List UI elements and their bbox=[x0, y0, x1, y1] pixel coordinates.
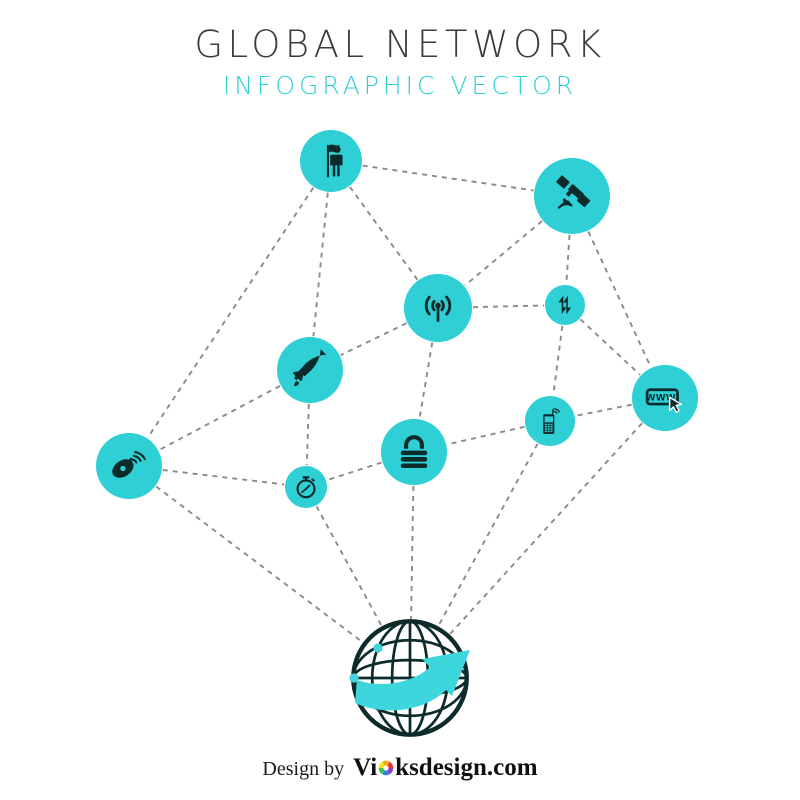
shutter-aperture-icon bbox=[378, 755, 394, 776]
network-edge-padlock-stopwatch bbox=[326, 461, 382, 482]
network-node-www[interactable] bbox=[632, 365, 698, 431]
network-edge-www-globe bbox=[449, 422, 643, 636]
brand-text-after: ksdesign.com bbox=[395, 754, 538, 781]
network-edge-padlock-globe bbox=[410, 485, 415, 620]
network-edge-mobile-globe bbox=[437, 443, 539, 627]
network-edge-rocket-dish bbox=[158, 385, 281, 451]
network-edge-antenna-rocket bbox=[340, 322, 407, 357]
network-edge-person-antenna bbox=[349, 186, 419, 281]
network-node-rocket[interactable] bbox=[277, 337, 343, 403]
node-circle-satellite[interactable] bbox=[534, 158, 610, 234]
network-edge-satellite-www bbox=[587, 231, 652, 368]
network-node-padlock[interactable] bbox=[381, 419, 447, 485]
network-edge-antenna-padlock bbox=[418, 342, 434, 419]
title-block: GLOBAL NETWORK INFOGRAPHIC VECTOR bbox=[0, 23, 800, 102]
network-node-antenna[interactable] bbox=[404, 274, 472, 342]
network-edge-transfer-mobile bbox=[552, 325, 564, 396]
brand-name: Vi ksdesign.com bbox=[353, 754, 537, 782]
credit-prefix: Design by bbox=[262, 758, 345, 780]
node-circle-stopwatch[interactable] bbox=[285, 466, 327, 508]
network-edge-transfer-www bbox=[579, 318, 641, 376]
network-edge-antenna-transfer bbox=[472, 304, 545, 309]
network-edges bbox=[146, 164, 652, 644]
network-node-mobile[interactable] bbox=[525, 396, 575, 446]
node-circle-transfer[interactable] bbox=[545, 285, 585, 325]
network-node-satellite[interactable] bbox=[534, 158, 610, 234]
brand-text-before: Vi bbox=[353, 754, 378, 781]
network-node-transfer[interactable] bbox=[545, 285, 585, 325]
globe-rotation-arrow-icon bbox=[355, 650, 470, 711]
network-edge-dish-globe bbox=[155, 485, 364, 644]
network-edge-mobile-padlock bbox=[446, 425, 525, 446]
footer-credit: Design by Vi bbox=[0, 754, 800, 782]
network-nodes bbox=[96, 130, 698, 735]
network-edge-person-satellite bbox=[362, 164, 534, 192]
network-node-dish[interactable] bbox=[96, 433, 162, 499]
network-node-person[interactable] bbox=[300, 130, 362, 192]
page-title: GLOBAL NETWORK bbox=[194, 23, 606, 66]
globe-marker-dot-1 bbox=[373, 643, 383, 653]
network-edge-dish-stopwatch bbox=[162, 469, 285, 486]
network-node-stopwatch[interactable] bbox=[285, 466, 327, 508]
network-edge-satellite-transfer bbox=[565, 234, 571, 285]
network-edge-person-rocket bbox=[312, 192, 329, 337]
network-edge-www-mobile bbox=[575, 403, 632, 417]
network-edge-person-dish bbox=[146, 187, 315, 439]
globe-marker-dot-2 bbox=[349, 673, 359, 683]
network-edge-stopwatch-globe bbox=[315, 505, 383, 627]
page-subtitle: INFOGRAPHIC VECTOR bbox=[222, 70, 578, 100]
network-edge-satellite-antenna bbox=[464, 220, 543, 287]
network-node-globe[interactable] bbox=[349, 621, 470, 734]
network-edge-rocket-stopwatch bbox=[305, 403, 310, 466]
